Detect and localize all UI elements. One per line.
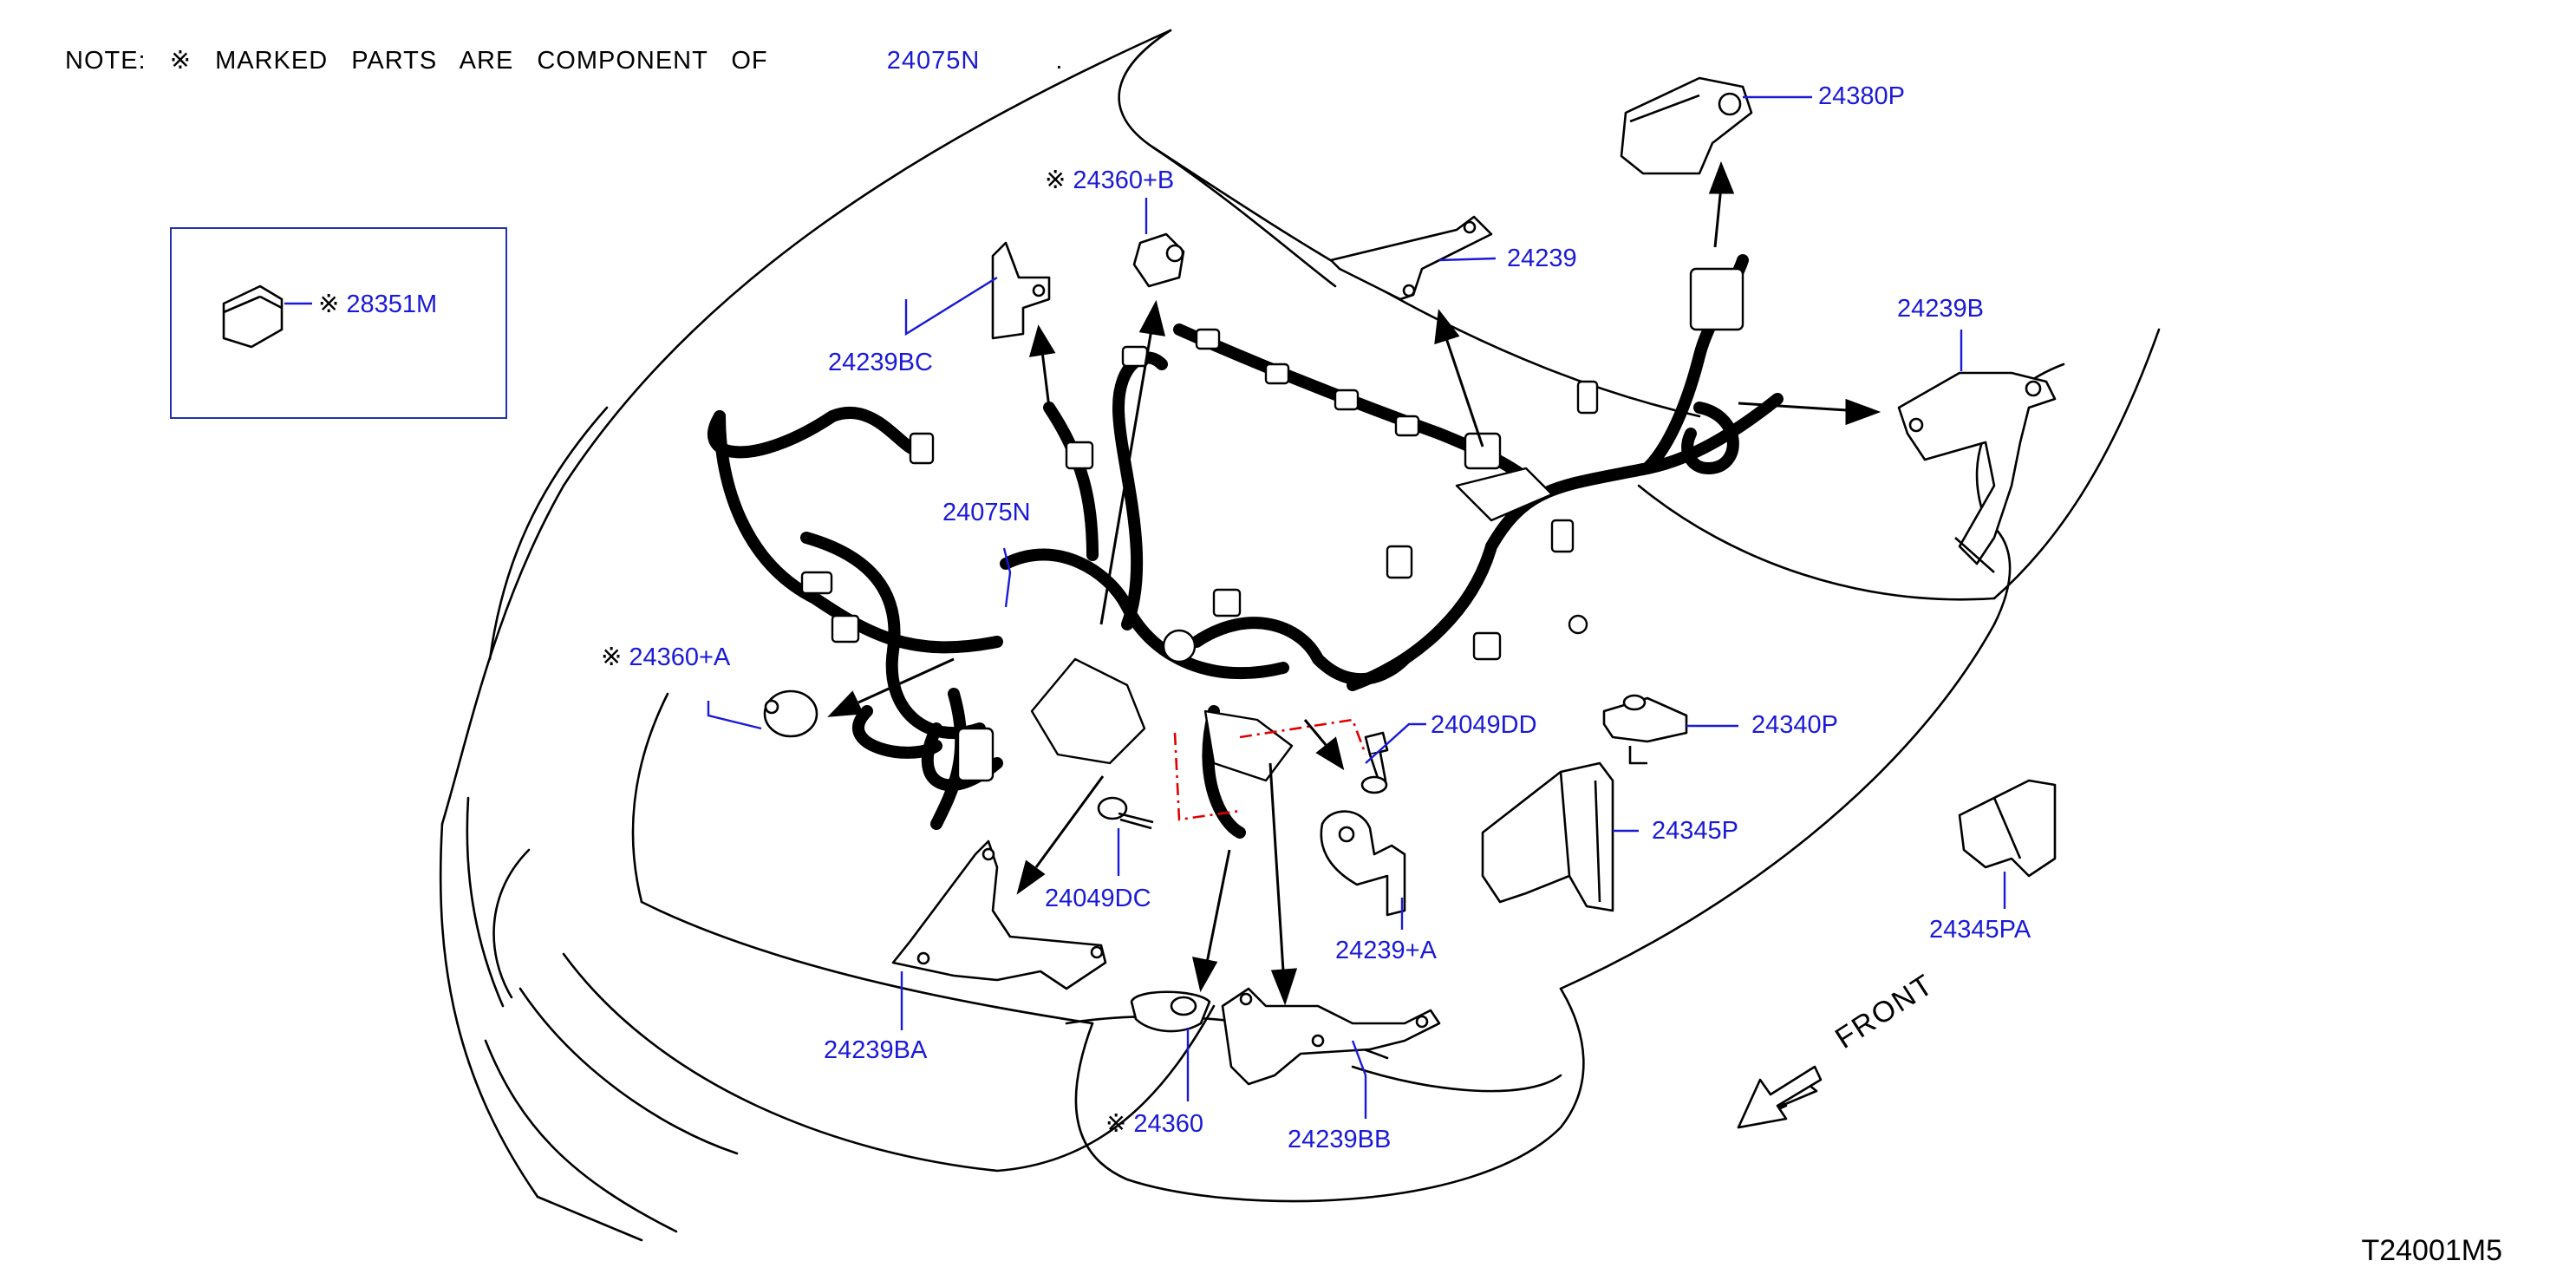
part-24049DC-drawing (1097, 796, 1154, 830)
note-mark: ※ (169, 47, 192, 75)
part-label[interactable]: 24239BB (1288, 1126, 1392, 1153)
part-24239BB-drawing (1221, 987, 1441, 1086)
part-24380P-drawing (1620, 76, 1753, 175)
part-24360-drawing (1130, 990, 1211, 1033)
dashed-group-outline (1173, 718, 1367, 821)
part-24239BA-drawing (891, 839, 1107, 990)
part-label[interactable]: 24239+A (1335, 937, 1437, 964)
part-24360-B-drawing (1132, 232, 1185, 288)
harness-connectors (800, 267, 1745, 782)
harness-brackets (1030, 467, 1554, 782)
part-label[interactable]: 24239BC (828, 349, 933, 376)
note-text: MARKED PARTS ARE COMPONENT OF (215, 47, 768, 75)
vehicle-body-outline (439, 29, 2161, 1242)
label-leader-lines (284, 95, 2006, 1119)
diagram-id: T24001M5 (2361, 1234, 2502, 1267)
part-24049DD-drawing (1360, 731, 1389, 794)
part-label[interactable]: 24239B (1897, 295, 1984, 323)
part-label[interactable]: 24239 (1507, 245, 1577, 272)
component-note: NOTE: ※ MARKED PARTS ARE COMPONENT OF 24… (65, 45, 1063, 75)
part-24239B-drawing (1897, 371, 2057, 573)
note-suffix: . (1055, 47, 1064, 75)
part-label[interactable]: 24345PA (1929, 916, 2031, 944)
part-label[interactable]: ※24360+A (601, 644, 731, 671)
part-label[interactable]: 24049DC (1045, 885, 1151, 912)
part-24360-A-drawing (763, 689, 818, 738)
part-24345PA-drawing (1958, 779, 2057, 878)
note-prefix: NOTE: (65, 47, 147, 75)
note-component-ref[interactable]: 24075N (886, 47, 981, 75)
part-24345P-drawing (1481, 761, 1614, 912)
part-label[interactable]: 24340P (1751, 711, 1838, 739)
part-label[interactable]: 24239BA (824, 1036, 928, 1064)
front-arrow-icon (1737, 1065, 1823, 1129)
part-label[interactable]: 24049DD (1431, 711, 1537, 739)
part-label[interactable]: ※24360+B (1045, 167, 1175, 194)
part-label[interactable]: ※28351M (318, 291, 438, 318)
part-24239-drawing (1329, 215, 1493, 301)
part-24239-A-drawing (1320, 810, 1406, 917)
part-24239BC-drawing (991, 241, 1051, 340)
part-label[interactable]: 24345P (1652, 817, 1738, 845)
part-24340P-drawing (1602, 694, 1688, 765)
part-label[interactable]: ※24360 (1105, 1110, 1203, 1138)
explode-arrows (827, 160, 1881, 1006)
part-28351M-drawing (222, 284, 284, 349)
part-label[interactable]: 24380P (1818, 82, 1905, 110)
part-label[interactable]: 24075N (942, 499, 1031, 526)
inset-box (170, 227, 507, 419)
